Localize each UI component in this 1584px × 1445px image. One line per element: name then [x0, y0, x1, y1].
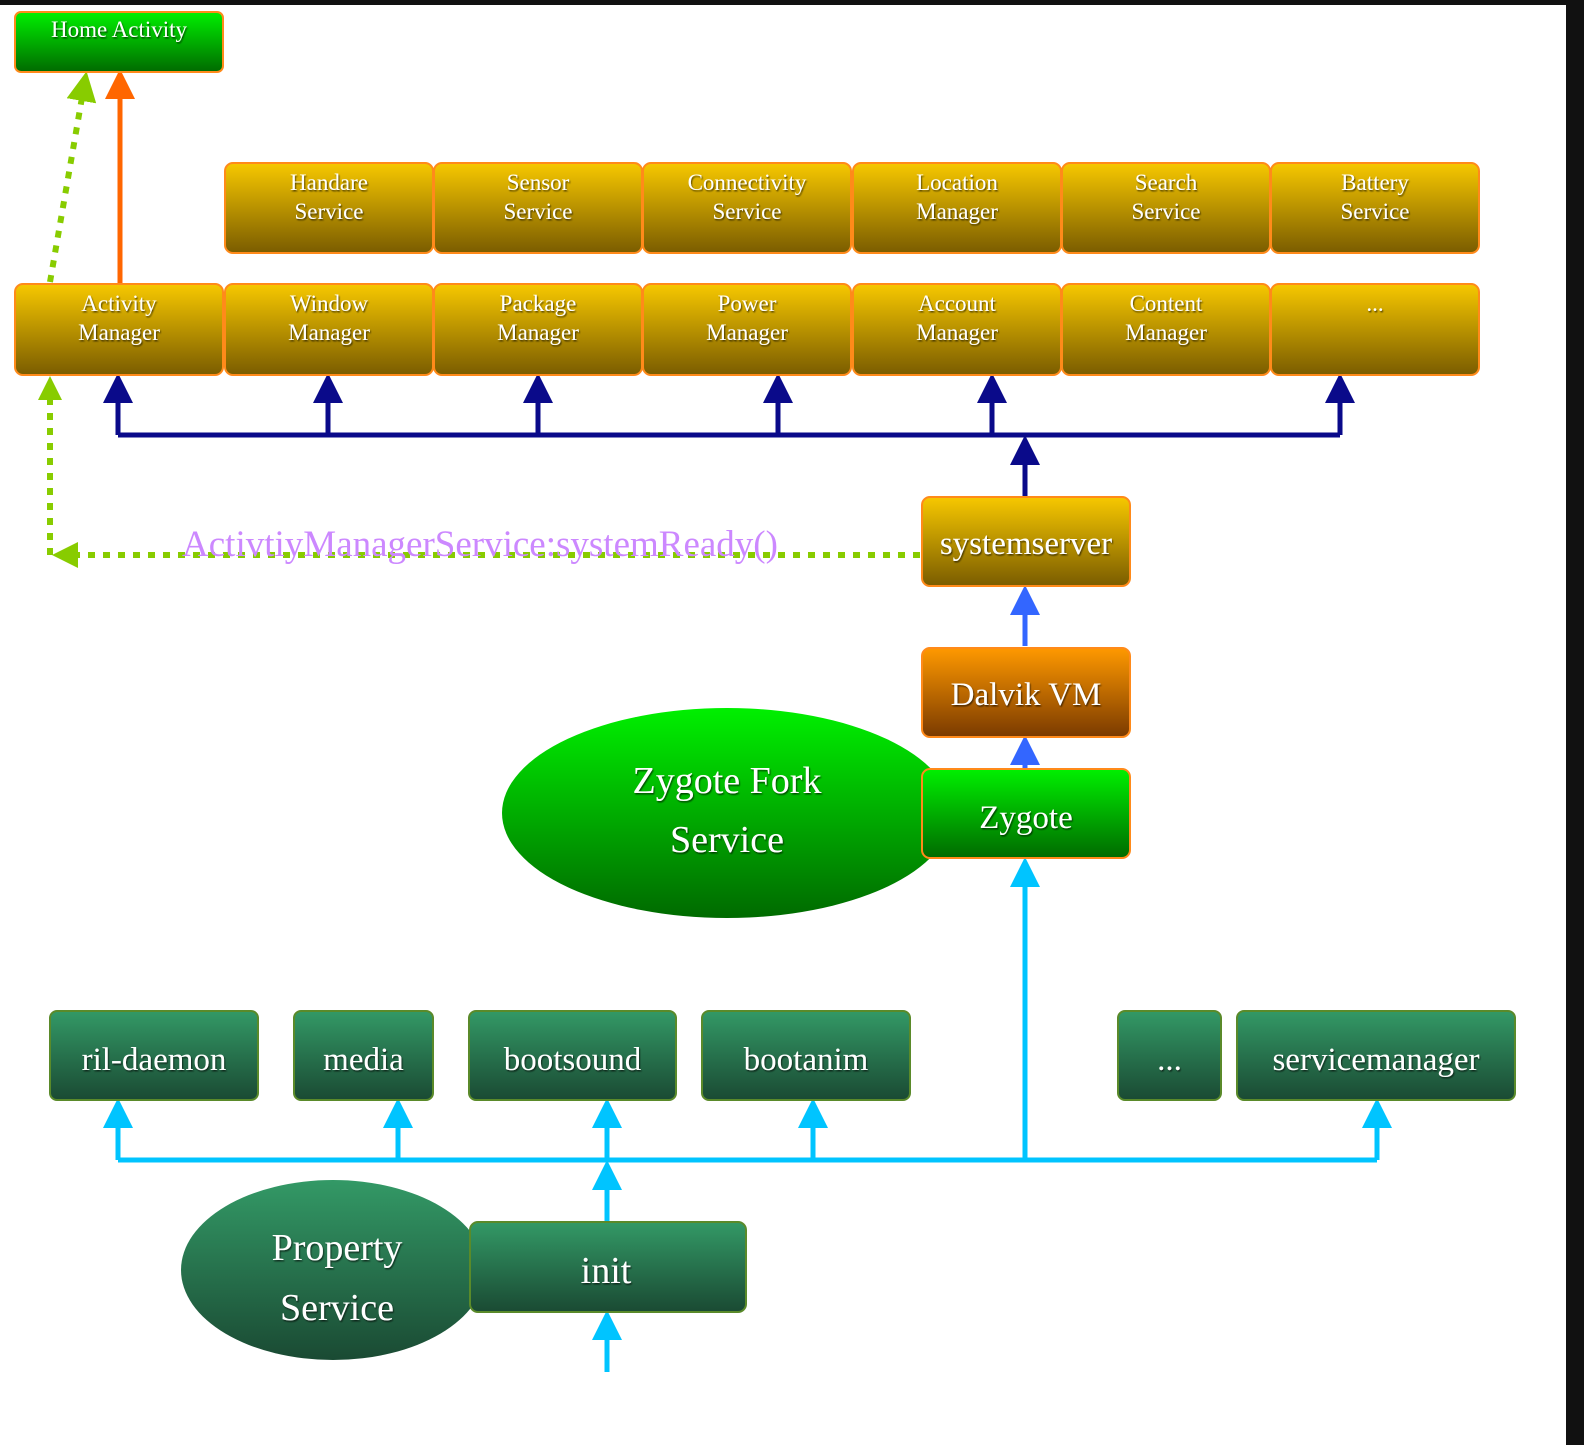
property-service-line1: Property: [272, 1227, 403, 1269]
daemon-node[interactable]: ril-daemon: [49, 1010, 259, 1101]
node-label-line1: Search: [1135, 170, 1198, 195]
daemon-node[interactable]: servicemanager: [1236, 1010, 1516, 1101]
zygote-fork-line2: Service: [670, 819, 784, 861]
node-label-line1: Location: [916, 170, 998, 195]
services-row: HandareServiceSensorServiceConnectivityS…: [224, 162, 1480, 254]
node-label-line2: Service: [504, 199, 573, 224]
dotted-system-ready-line: [47, 388, 920, 558]
node-label-line1: Package: [500, 291, 577, 316]
daemon-node[interactable]: media: [293, 1010, 434, 1101]
managers-row: ActivityManagerWindowManagerPackageManag…: [14, 283, 1480, 376]
dalvik-vm-label: Dalvik VM: [951, 677, 1102, 713]
daemon-label: ...: [1157, 1042, 1182, 1078]
daemon-label: ril-daemon: [82, 1042, 227, 1078]
node-label-line1: Activity: [81, 291, 157, 316]
node-label-line1: Handare: [290, 170, 368, 195]
node-label-line1: ...: [1366, 291, 1383, 316]
node-label-line1: Account: [918, 291, 997, 316]
node-label-line2: Service: [1132, 199, 1201, 224]
right-border: [1566, 0, 1584, 1445]
property-service-line2: Service: [280, 1287, 394, 1329]
init-label: init: [581, 1250, 632, 1292]
daemon-label: servicemanager: [1272, 1042, 1479, 1078]
node-label-line2: Manager: [916, 320, 998, 345]
connectors: [38, 69, 1392, 1372]
node-label-line2: Service: [295, 199, 364, 224]
system-ready-label: ActivtiyManagerService:systemReady(): [182, 524, 778, 565]
node-label-line2: Manager: [916, 199, 998, 224]
node-label-line2: Manager: [706, 320, 788, 345]
dotted-arrowhead-up: [38, 376, 62, 400]
navy-arrows: [103, 373, 1355, 497]
systemserver-node[interactable]: systemserver: [921, 496, 1131, 587]
node-label-line2: Service: [1341, 199, 1410, 224]
init-node[interactable]: init: [469, 1221, 747, 1313]
systemserver-label: systemserver: [940, 526, 1112, 562]
home-activity-node[interactable]: Home Activity: [14, 11, 224, 73]
dotted-arrowhead-left: [52, 542, 78, 568]
daemon-node[interactable]: ...: [1117, 1010, 1222, 1101]
cyan-arrows: [103, 857, 1392, 1372]
daemon-label: media: [323, 1042, 404, 1078]
node-label-line1: Power: [718, 291, 777, 316]
node-label-line1: Battery: [1341, 170, 1409, 195]
node-label-line2: Manager: [78, 320, 160, 345]
node-label-line1: Window: [290, 291, 369, 316]
daemon-node[interactable]: bootsound: [468, 1010, 677, 1101]
zygote-label: Zygote: [979, 800, 1072, 836]
node-label-line1: Sensor: [507, 170, 570, 195]
managers-row-node[interactable]: ...: [1270, 283, 1480, 376]
daemon-label: bootsound: [504, 1042, 642, 1078]
daemon-label: bootanim: [744, 1042, 869, 1078]
dotted-arrow-home: [47, 71, 97, 283]
zygote-node[interactable]: Zygote: [921, 768, 1131, 859]
node-label-line2: Manager: [497, 320, 579, 345]
node-label-line1: Content: [1130, 291, 1203, 316]
node-label-line2: Service: [713, 199, 782, 224]
property-service-node[interactable]: Property Service: [181, 1180, 485, 1360]
daemon-node[interactable]: bootanim: [701, 1010, 911, 1101]
node-label-line2: Manager: [1125, 320, 1207, 345]
node-label-line2: Manager: [288, 320, 370, 345]
daemons-row: ril-daemon media bootsound bootanim... servi…: [49, 1010, 1516, 1101]
dalvik-vm-node[interactable]: Dalvik VM: [921, 647, 1131, 738]
top-border: [0, 0, 1584, 5]
home-activity-label: Home Activity: [51, 17, 188, 42]
zygote-fork-line1: Zygote Fork: [633, 760, 822, 802]
node-label-line1: Connectivity: [688, 170, 807, 195]
zygote-fork-service-node[interactable]: Zygote Fork Service: [502, 708, 952, 918]
